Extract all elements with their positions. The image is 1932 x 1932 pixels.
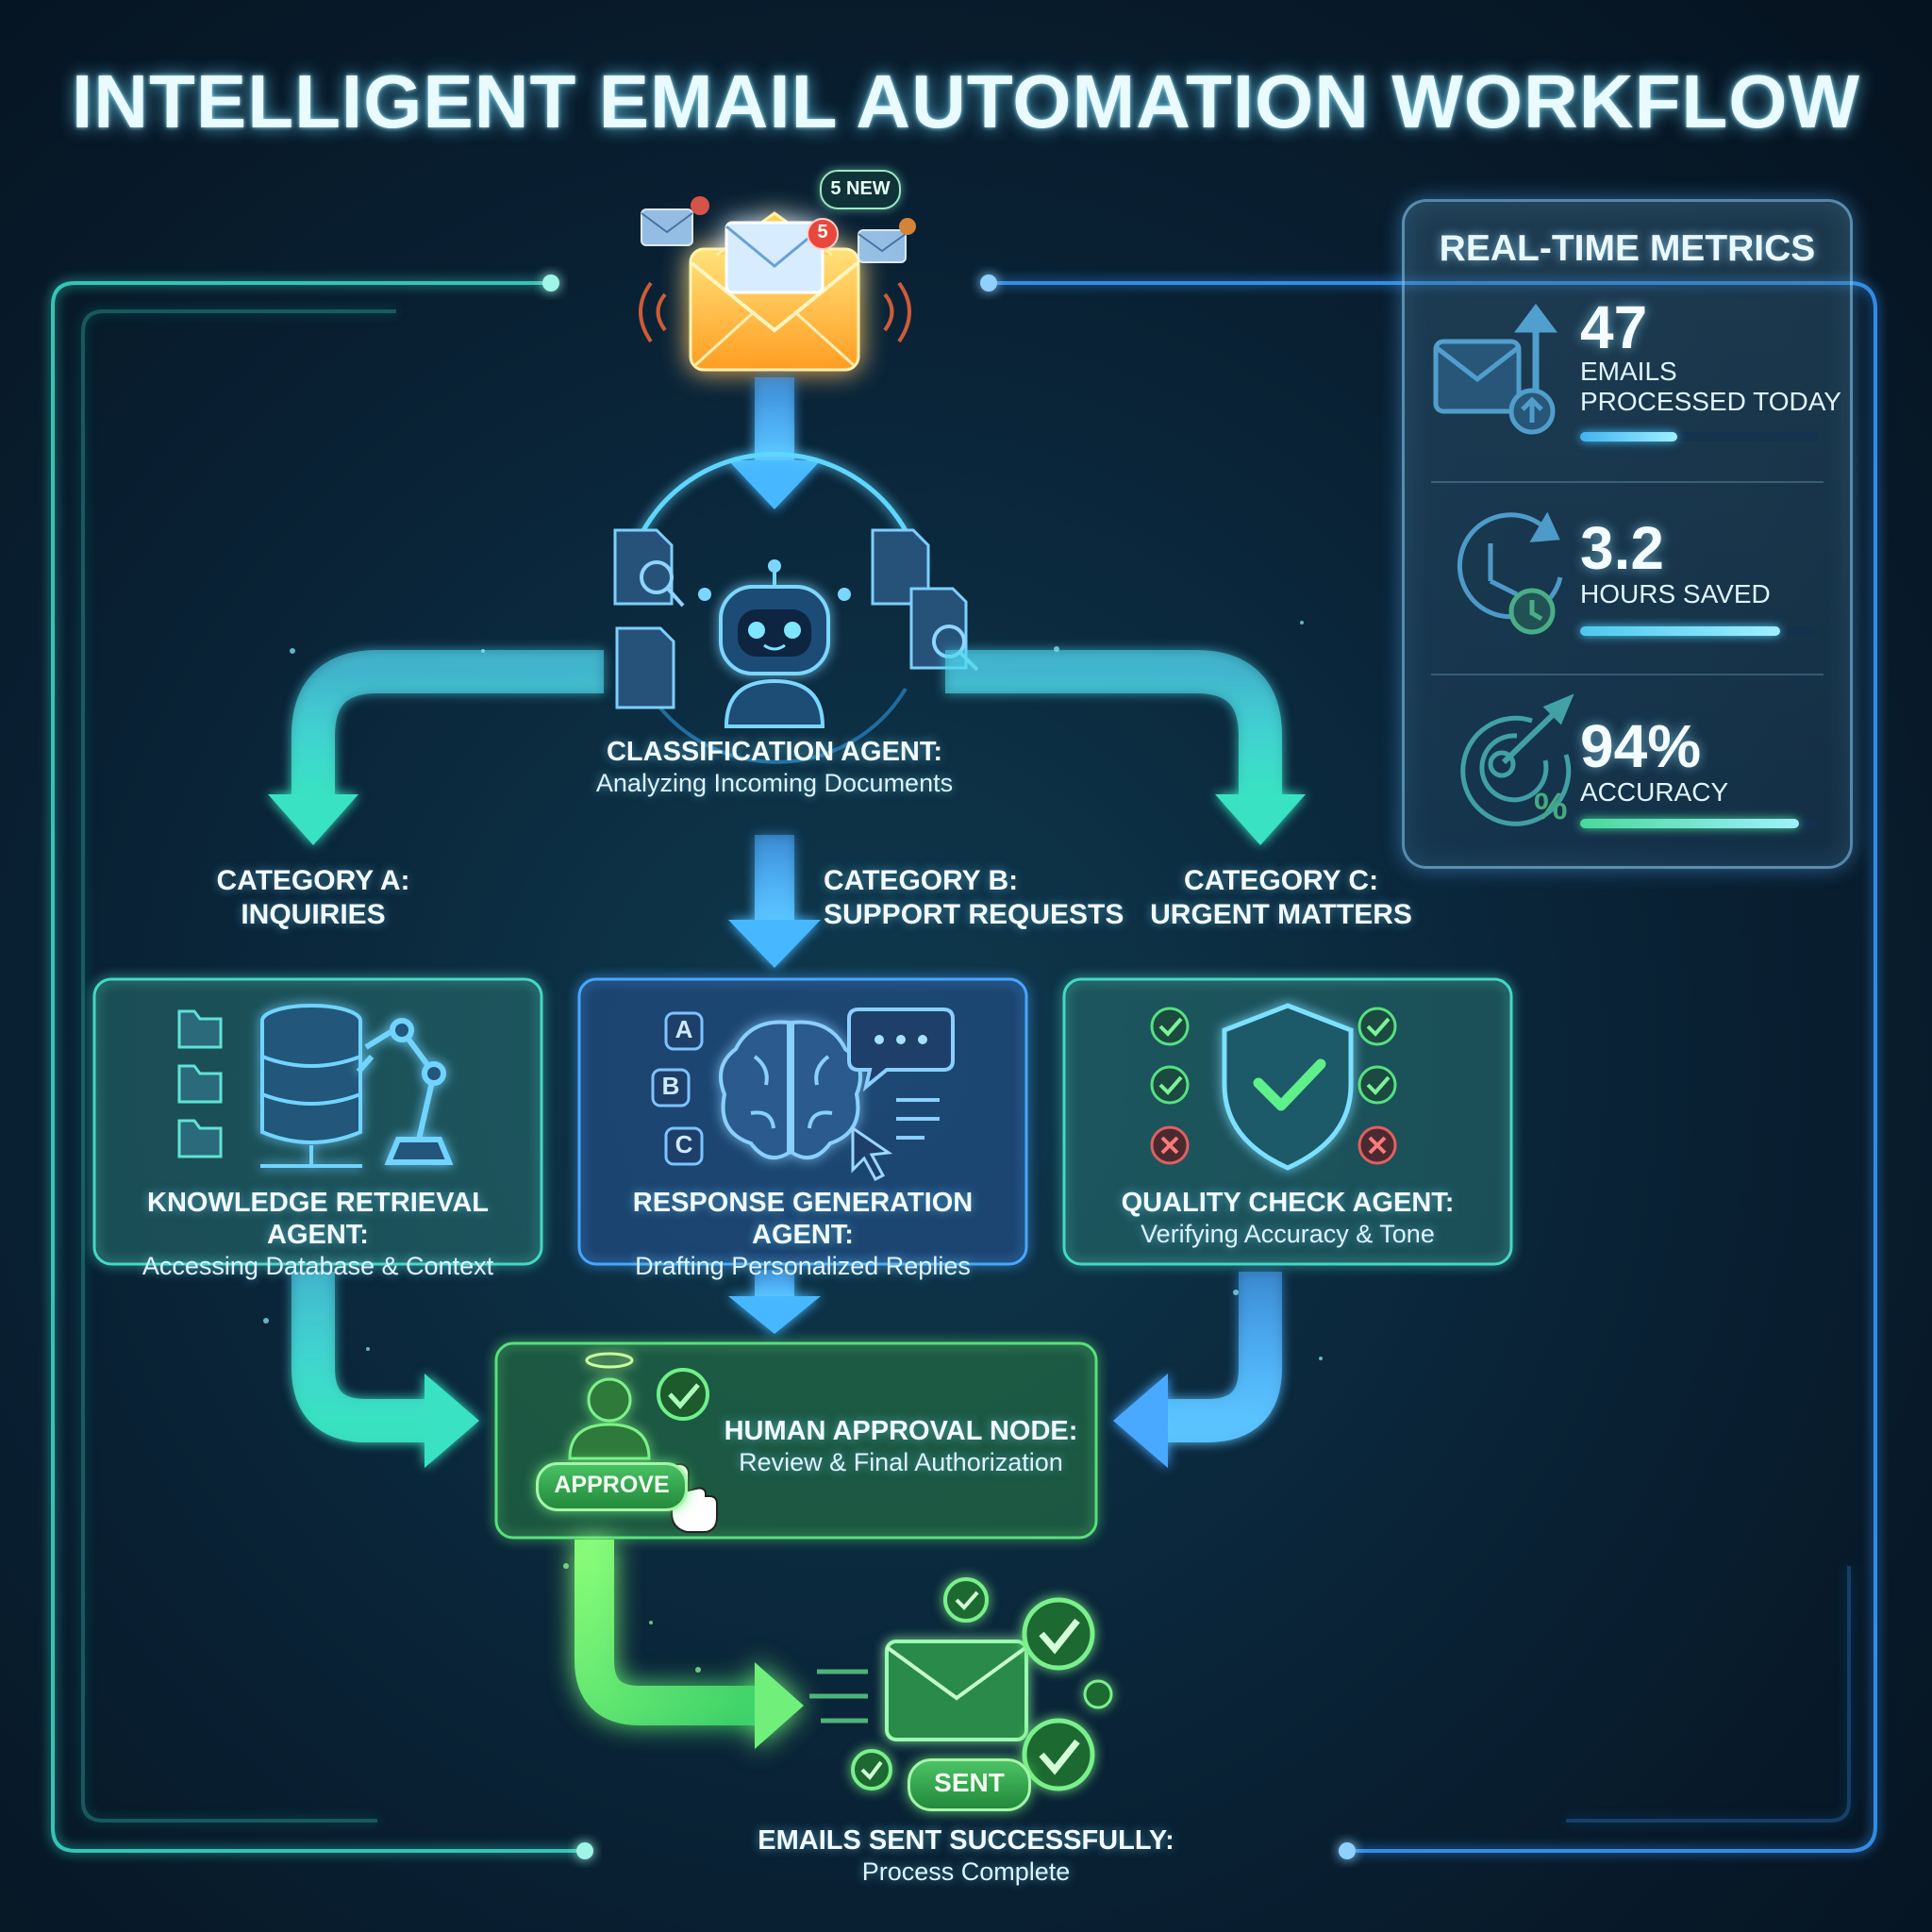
category-b-title: CATEGORY B: — [824, 865, 1019, 896]
metric-progress-fill — [1580, 432, 1678, 441]
small-envelope-icon — [641, 196, 709, 246]
category-b-name: SUPPORT REQUESTS — [824, 899, 1124, 930]
metrics-panel: REAL-TIME METRICS 47 EMAILS PROCESSED TO… — [1402, 199, 1853, 869]
response-agent-label: RESPONSE GENERATION AGENT: Drafting Pers… — [579, 1187, 1026, 1281]
metric-divider — [1431, 674, 1824, 675]
quality-agent-title: QUALITY CHECK AGENT: — [1121, 1188, 1455, 1218]
metric-label-line: ACCURACY — [1580, 777, 1729, 807]
classification-agent-icon — [625, 452, 924, 764]
option-b-label: B — [661, 1072, 680, 1100]
notification-count-badge — [807, 218, 839, 250]
quality-agent-subtitle: Verifying Accuracy & Tone — [1141, 1220, 1435, 1248]
sent-badge: SENT — [908, 1758, 1031, 1811]
notification-count: 5 — [817, 222, 828, 242]
arrow-response-to-approval — [728, 1270, 821, 1334]
sent-envelope-icon — [885, 1640, 1028, 1741]
shield-check-icon — [1222, 1003, 1354, 1171]
sparkle-dots — [263, 621, 1323, 1673]
page-title: INTELLIGENT EMAIL AUTOMATION WORKFLOW — [71, 59, 1861, 143]
option-a-label: A — [675, 1015, 693, 1043]
category-c-label: CATEGORY C: URGENT MATTERS — [1140, 864, 1423, 932]
category-c-name: URGENT MATTERS — [1150, 899, 1412, 930]
arrow-to-category-a — [268, 650, 604, 845]
brain-icon — [719, 1020, 862, 1160]
clock-icon — [1457, 511, 1563, 635]
metric-progress-bar — [1580, 819, 1818, 828]
category-b-label: CATEGORY B: SUPPORT REQUESTS — [824, 864, 1135, 932]
option-icons — [651, 1011, 704, 1166]
cursor-icon — [851, 1125, 893, 1181]
category-a-name: INQUIRIES — [241, 899, 386, 930]
small-envelope-icon — [858, 218, 916, 263]
approval-title: HUMAN APPROVAL NODE: — [724, 1416, 1078, 1446]
metric-progress-fill — [1580, 819, 1799, 828]
category-c-title: CATEGORY C: — [1183, 865, 1379, 896]
metric-label: EMAILS PROCESSED TODAY — [1580, 357, 1841, 417]
check-icon — [851, 1577, 1113, 1791]
knowledge-agent-label: KNOWLEDGE RETRIEVAL AGENT: Accessing Dat… — [94, 1187, 541, 1281]
arrow-to-category-c — [945, 650, 1306, 845]
metrics-title: REAL-TIME METRICS — [1439, 228, 1816, 269]
quality-agent-label: QUALITY CHECK AGENT: Verifying Accuracy … — [1064, 1187, 1511, 1249]
folder-icon — [177, 1009, 223, 1158]
classification-agent-title: CLASSIFICATION AGENT: — [606, 737, 943, 767]
arrow-knowledge-to-approval — [291, 1272, 479, 1468]
metric-progress-bar — [1580, 626, 1818, 636]
classification-agent-label: CLASSIFICATION AGENT: Analyzing Incoming… — [539, 736, 1010, 798]
frame-lines — [51, 281, 1877, 1853]
percent-icon: % — [1534, 786, 1568, 827]
option-c-label: C — [675, 1130, 693, 1158]
x-icon — [1150, 1125, 1397, 1165]
metric-progress-fill — [1580, 626, 1780, 636]
approval-subtitle: Review & Final Authorization — [739, 1448, 1063, 1476]
check-icon — [657, 1368, 709, 1421]
chat-bubble-icon — [847, 1008, 955, 1092]
arrow-quality-to-approval — [1113, 1272, 1282, 1468]
metric-divider — [1431, 481, 1824, 483]
database-icon — [260, 1004, 362, 1168]
robotic-arm-icon — [356, 1018, 454, 1165]
sent-label: EMAILS SENT SUCCESSFULLY: Process Comple… — [683, 1824, 1249, 1887]
envelope-upload-icon — [1433, 303, 1557, 435]
metric-progress-bar — [1580, 432, 1818, 441]
person-icon — [568, 1352, 651, 1460]
metric-value: 47 — [1580, 293, 1648, 361]
target-icon — [1460, 693, 1574, 826]
arrow-to-category-b — [728, 835, 821, 968]
metric-label-line: EMAILS — [1580, 357, 1677, 386]
sent-subtitle: Process Complete — [861, 1857, 1071, 1886]
approval-label: HUMAN APPROVAL NODE: Review & Final Auth… — [717, 1415, 1085, 1477]
metric-value: 94% — [1580, 712, 1702, 780]
category-a-label: CATEGORY A: INQUIRIES — [181, 864, 445, 932]
arrow-inbox-to-classification — [728, 377, 821, 509]
metric-label-line: PROCESSED TODAY — [1580, 387, 1841, 416]
new-emails-badge: 5 NEW — [820, 170, 901, 209]
sent-title: EMAILS SENT SUCCESSFULLY: — [758, 1825, 1174, 1856]
classification-agent-subtitle: Analyzing Incoming Documents — [595, 769, 954, 797]
approve-button[interactable]: APPROVE — [536, 1462, 688, 1511]
knowledge-agent-subtitle: Accessing Database & Context — [142, 1252, 494, 1280]
metric-label: HOURS SAVED — [1580, 579, 1771, 609]
metric-label: ACCURACY — [1580, 777, 1728, 808]
response-agent-title: RESPONSE GENERATION AGENT: — [632, 1188, 974, 1250]
arrow-approval-to-sent — [575, 1540, 804, 1749]
response-agent-subtitle: Drafting Personalized Replies — [635, 1252, 971, 1280]
check-icon — [1150, 1007, 1397, 1105]
inbox-envelope-icon — [689, 211, 860, 372]
metric-value: 3.2 — [1580, 514, 1664, 582]
category-a-title: CATEGORY A: — [216, 865, 410, 896]
knowledge-agent-title: KNOWLEDGE RETRIEVAL AGENT: — [147, 1188, 489, 1250]
metric-label-line: HOURS SAVED — [1580, 579, 1771, 608]
